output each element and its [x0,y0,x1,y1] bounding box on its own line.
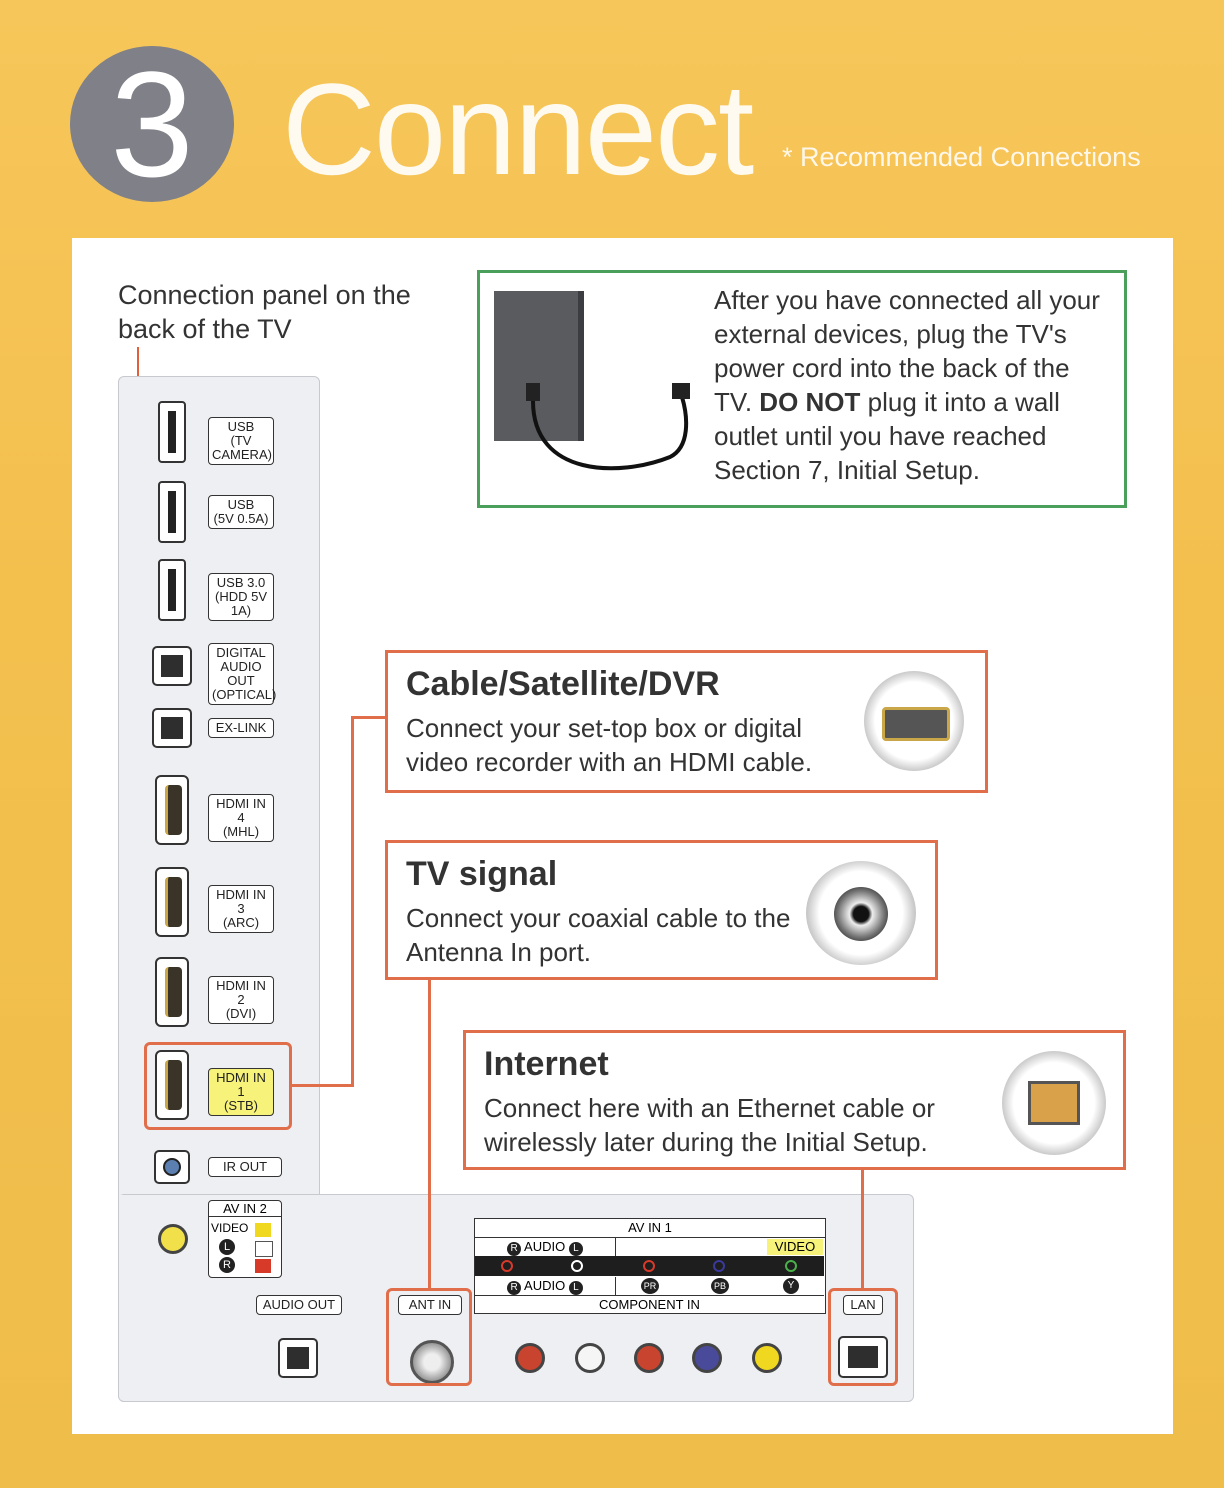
audio-out-port[interactable] [278,1338,318,1378]
hdmi-in-4-port[interactable] [155,775,189,845]
av-in-2-block: AV IN 2 VIDEO L R [208,1200,282,1278]
video-y-jack[interactable] [752,1343,782,1373]
hdmi-in-1-label: HDMI IN 1(STB) [208,1068,274,1116]
hdmi-in-4-label: HDMI IN 4(MHL) [208,794,274,842]
power-note-text: After you have connected all your extern… [714,285,1100,485]
av-in-2-jack[interactable] [158,1224,188,1254]
ir-out-label: IR OUT [208,1157,282,1177]
ethernet-cable-icon [1002,1051,1106,1155]
pr-jack[interactable] [634,1343,664,1373]
usb3-label: USB 3.0(HDD 5V 1A) [208,573,274,621]
cable-box-title: Cable/Satellite/DVR [406,665,720,703]
hdmi-cable-icon [864,671,964,771]
av-right-label: R [219,1257,235,1273]
digital-audio-out-port[interactable] [152,646,192,686]
pb-label: PB [711,1278,729,1294]
power-cord-illustration [494,291,690,471]
ant-in-highlight [386,1288,472,1386]
step-number-badge: 3 [70,46,234,202]
internet-box: Internet Connect here with an Ethernet c… [463,1030,1126,1170]
ir-out-port[interactable] [154,1150,190,1184]
usb-port-5v[interactable] [158,481,186,543]
av-in-1-video-label: VIDEO [767,1239,823,1255]
ex-link-port[interactable] [152,708,192,748]
ant-in-port[interactable] [410,1340,454,1384]
hdmi-in-1-port[interactable] [155,1050,189,1120]
hdmi-in-3-port[interactable] [155,867,189,937]
lan-connector-line [861,1168,864,1290]
caption-pointer [137,347,139,399]
av-right-swatch [255,1259,271,1273]
hdmi-in-3-label: HDMI IN 3(ARC) [208,885,274,933]
internet-box-text: Connect here with an Ethernet cable or w… [484,1093,935,1157]
cable-satellite-box: Cable/Satellite/DVR Connect your set-top… [385,650,988,793]
component-in-label: COMPONENT IN [475,1295,824,1313]
ant-connector-line [428,978,431,1290]
cable-box-text: Connect your set-top box or digital vide… [406,713,813,777]
y-label: Y [783,1278,799,1294]
lan-highlight [828,1288,898,1386]
tv-signal-box-title: TV signal [406,855,558,893]
hdmi-connector-line-top [351,716,388,719]
pb-jack[interactable] [692,1343,722,1373]
av-video-label: VIDEO [211,1221,249,1235]
power-note-box: After you have connected all your extern… [477,270,1127,508]
usb-port-tv-camera[interactable] [158,401,186,463]
av-left-label: L [219,1239,235,1255]
hdmi-in-2-port[interactable] [155,957,189,1027]
pr-label: PR [641,1278,659,1294]
lan-port[interactable] [838,1336,888,1378]
usb-5v-label: USB(5V 0.5A) [208,495,274,529]
internet-box-title: Internet [484,1045,609,1083]
tv-signal-box: TV signal Connect your coaxial cable to … [385,840,938,980]
av-in-1-label: AV IN 1 [475,1219,825,1238]
color-strip [475,1256,824,1276]
audio-header-bottom: R AUDIO L [475,1277,616,1295]
usb-tv-camera-label: USB(TV CAMERA) [208,417,274,465]
panel-caption: Connection panel on the back of the TV [118,280,411,344]
hdmi-connector-line [292,1084,354,1087]
audio-l-jack[interactable] [575,1343,605,1373]
ant-in-label: ANT IN [398,1295,462,1315]
page-title: Connect [282,56,754,202]
tv-signal-box-text: Connect your coaxial cable to the Antenn… [406,903,791,967]
page-subtitle: * Recommended Connections [782,142,1141,172]
av-video-swatch [255,1223,271,1237]
hdmi-connector-line-vertical [351,716,354,1087]
hdmi-in-1-highlight [144,1042,292,1130]
av-left-swatch [255,1241,273,1257]
av-in-1-component-table: AV IN 1 R AUDIO L VIDEO R AUDIO L PR PB … [474,1218,826,1314]
lan-label: LAN [843,1295,883,1315]
audio-out-label: AUDIO OUT [256,1295,342,1315]
ex-link-label: EX-LINK [208,718,274,738]
coaxial-cable-icon [806,861,916,965]
av-in-2-label: AV IN 2 [209,1201,281,1217]
hdmi-in-2-label: HDMI IN 2(DVI) [208,976,274,1024]
usb3-port[interactable] [158,559,186,621]
audio-r-jack[interactable] [515,1343,545,1373]
audio-header-top: R AUDIO L [475,1238,616,1256]
